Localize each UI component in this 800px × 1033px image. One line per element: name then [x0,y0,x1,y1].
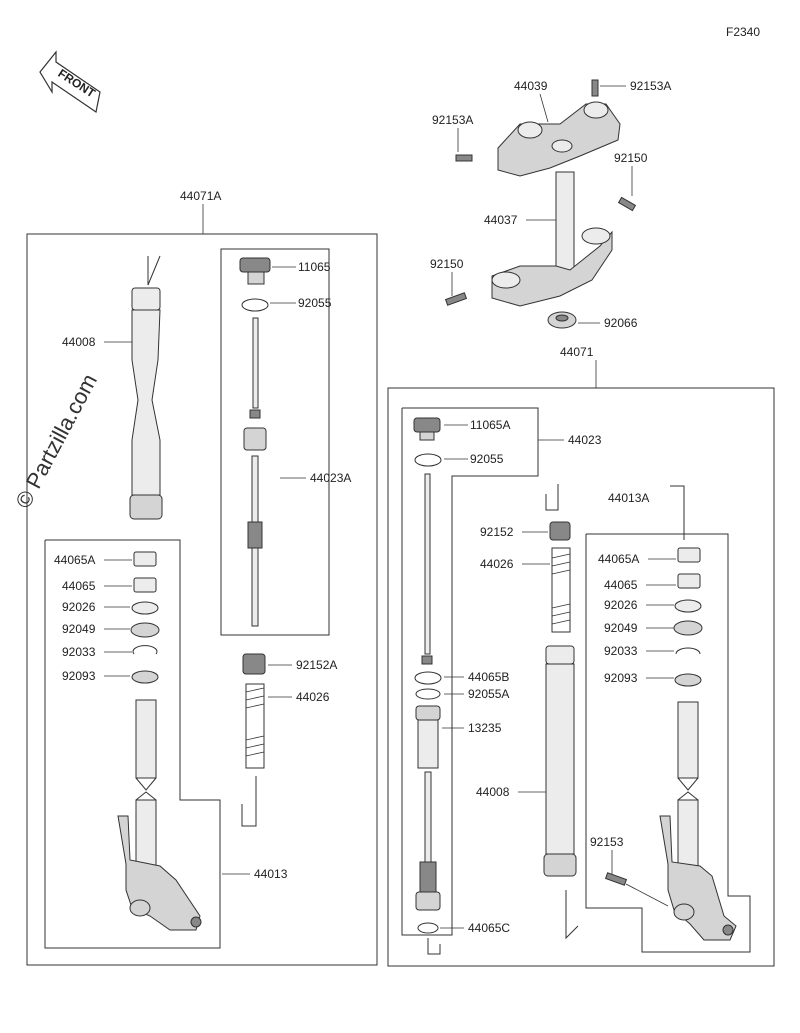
bolt-right-upper [591,79,599,97]
right-circlip [675,647,701,655]
right-spring [551,547,571,633]
label-44008-right: 44008 [476,785,510,799]
left-bushing [133,577,157,593]
right-axle-bolt [604,872,628,886]
left-spring-nut [242,653,266,675]
label-92152A: 92152A [296,658,337,672]
label-92026-left: 92026 [62,600,96,614]
left-bushing-a [133,551,157,567]
left-washer [131,601,159,615]
left-outer-tube [129,255,163,520]
left-inner-tube [117,699,202,931]
right-cartridge-rod [421,473,433,665]
label-92049-left: 92049 [62,622,96,636]
label-44065B: 44065B [468,670,509,684]
label-92055A: 92055A [468,687,509,701]
right-spring-nut [549,521,571,541]
label-44023A: 44023A [310,471,351,485]
left-oil-seal [130,622,160,638]
right-oring-b [415,688,441,700]
right-bushing-a [677,547,701,563]
front-arrow-icon: FRONT [39,50,101,114]
label-44065-left: 44065 [62,579,96,593]
watermark: © Partzilla.com [10,370,102,513]
left-circlip [132,645,158,655]
right-oil-seal [673,620,703,636]
label-92066: 92066 [604,316,638,330]
label-44013: 44013 [254,867,288,881]
label-92026-right: 92026 [604,598,638,612]
bolt-stem-right [617,196,637,212]
label-44037: 44037 [484,213,518,227]
right-assembly-box [387,387,775,967]
label-44065-right: 44065 [604,578,638,592]
label-44013A: 44013A [608,491,649,505]
right-assembly-label: 44071 [560,345,594,359]
stem-cap [547,311,577,329]
left-assembly-label: 44071A [180,189,221,203]
right-outer-tube [543,645,579,940]
label-13235: 13235 [468,721,502,735]
label-44065A-right: 44065A [598,552,639,566]
label-92093-left: 92093 [62,669,96,683]
right-oring [414,453,442,467]
right-cap-bolt [413,417,441,441]
label-92093-right: 92093 [604,671,638,685]
label-92033-right: 92033 [604,644,638,658]
label-92153: 92153 [590,835,624,849]
label-92150-right: 92150 [614,151,648,165]
label-92153A-left: 92153A [432,113,473,127]
right-bushing [677,573,701,589]
label-44065C: 44065C [468,921,510,935]
label-92152: 92152 [480,525,514,539]
label-11065A: 11065A [470,418,510,432]
label-44026-left: 44026 [296,690,330,704]
label-44023: 44023 [568,433,602,447]
right-bushing-c [417,922,439,934]
label-11065: 11065 [298,260,331,274]
left-spring [241,683,265,827]
label-92055-left: 92055 [298,296,332,310]
left-oring [241,298,269,312]
label-92153A-right: 92153A [630,79,671,93]
label-92150-left: 92150 [430,257,464,271]
right-bushing-b [414,671,442,685]
label-44065A-left: 44065A [54,553,95,567]
right-inner-tube [659,701,737,941]
left-cap-bolt [239,257,271,285]
right-washer [674,599,702,613]
bolt-left-upper [455,154,473,162]
left-assembly-box [26,233,378,966]
label-92049-right: 92049 [604,621,638,635]
steering-stem [491,171,613,307]
right-damper-rod [415,771,441,911]
label-92055-right: 92055 [470,452,504,466]
figure-code: F2340 [726,25,760,39]
bolt-stem-left [444,292,468,306]
label-44026-right: 44026 [480,557,514,571]
label-92033-left: 92033 [62,645,96,659]
label-44039: 44039 [514,79,548,93]
right-dust-seal [674,673,702,687]
label-44008-left: 44008 [62,335,96,349]
upper-bracket [497,101,621,177]
left-dust-seal [131,670,159,684]
left-cartridge [243,317,267,627]
right-cylinder [415,705,441,769]
